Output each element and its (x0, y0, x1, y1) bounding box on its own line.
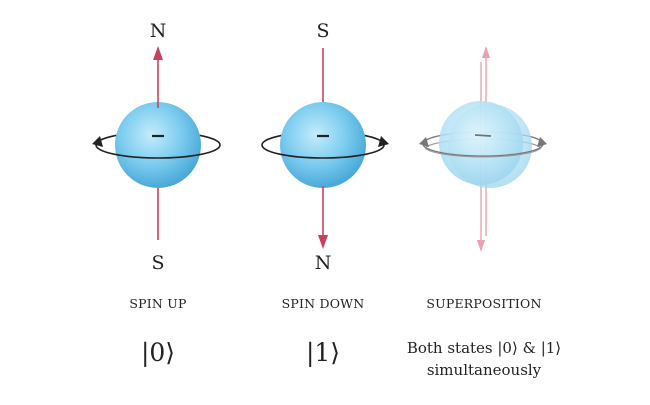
spin-down-ket: |1⟩ (305, 338, 341, 367)
superposition-charge-sign (474, 134, 492, 137)
spin-up-ring-front (95, 144, 221, 159)
spin-down-sphere (280, 102, 366, 188)
spin-up-pole-bottom-label: S (151, 252, 165, 274)
spin-up-arrowhead (153, 46, 163, 60)
superposition-description-line1: Both states |0⟩ & |1⟩ (406, 339, 562, 357)
superposition-description: Both states |0⟩ & |1⟩ simultaneously (407, 337, 561, 381)
superposition-rotation-arrowhead-right (537, 137, 547, 147)
superposition-sphere (439, 101, 523, 185)
spin-down-rotation-arrowhead (378, 136, 389, 147)
superposition-ring-front (422, 143, 544, 157)
spin-down-figure (261, 48, 389, 249)
superposition-ring-front-echo (424, 147, 542, 158)
spin-down-pole-top-label: S (316, 20, 330, 42)
superposition-rotation-arrowhead-left (419, 137, 429, 147)
superposition-description-line2: simultaneously (426, 361, 542, 379)
spin-up-sphere (115, 102, 201, 188)
spin-down-pole-bottom-label: N (314, 252, 332, 274)
superposition-arrowhead-down (477, 240, 485, 252)
superposition-name: SUPERPOSITION (426, 296, 542, 311)
spin-up-rotation-arrowhead (92, 136, 103, 147)
spin-up-pole-top-label: N (149, 20, 167, 42)
superposition-arrowhead-up (482, 46, 490, 58)
spin-down-ring-front (261, 144, 385, 159)
spin-down-arrowhead (318, 235, 328, 249)
spin-up-ket: |0⟩ (140, 338, 176, 367)
spin-up-name: SPIN UP (129, 296, 187, 311)
spin-up-figure (92, 46, 221, 240)
superposition-figure (419, 46, 547, 252)
spin-down-name: SPIN DOWN (281, 296, 365, 311)
